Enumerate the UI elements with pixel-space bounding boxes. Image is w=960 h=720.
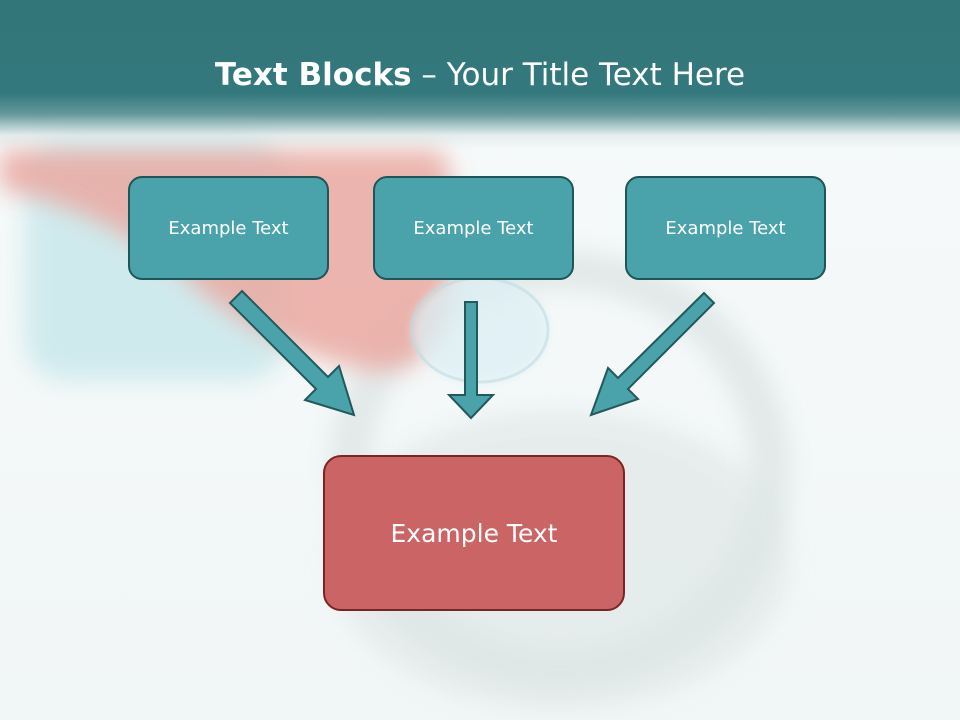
- arrow-left-diagonal: [228, 289, 356, 417]
- text-block-label: Example Text: [168, 217, 289, 239]
- text-block-top-right[interactable]: Example Text: [625, 176, 826, 280]
- arrow-right-diagonal: [589, 291, 716, 417]
- arrow-center-down: [446, 301, 496, 420]
- text-block-label: Example Text: [390, 518, 558, 548]
- title-rest: Your Title Text Here: [446, 57, 746, 93]
- title-bar: [0, 0, 960, 150]
- text-block-top-center[interactable]: Example Text: [373, 176, 574, 280]
- title-dash: –: [411, 57, 447, 93]
- text-block-top-left[interactable]: Example Text: [128, 176, 329, 280]
- text-block-label: Example Text: [413, 217, 534, 239]
- text-block-label: Example Text: [665, 217, 786, 239]
- title-bold: Text Blocks: [214, 57, 412, 93]
- slide-title: Text Blocks – Your Title Text Here: [0, 52, 960, 98]
- text-block-bottom[interactable]: Example Text: [323, 455, 625, 611]
